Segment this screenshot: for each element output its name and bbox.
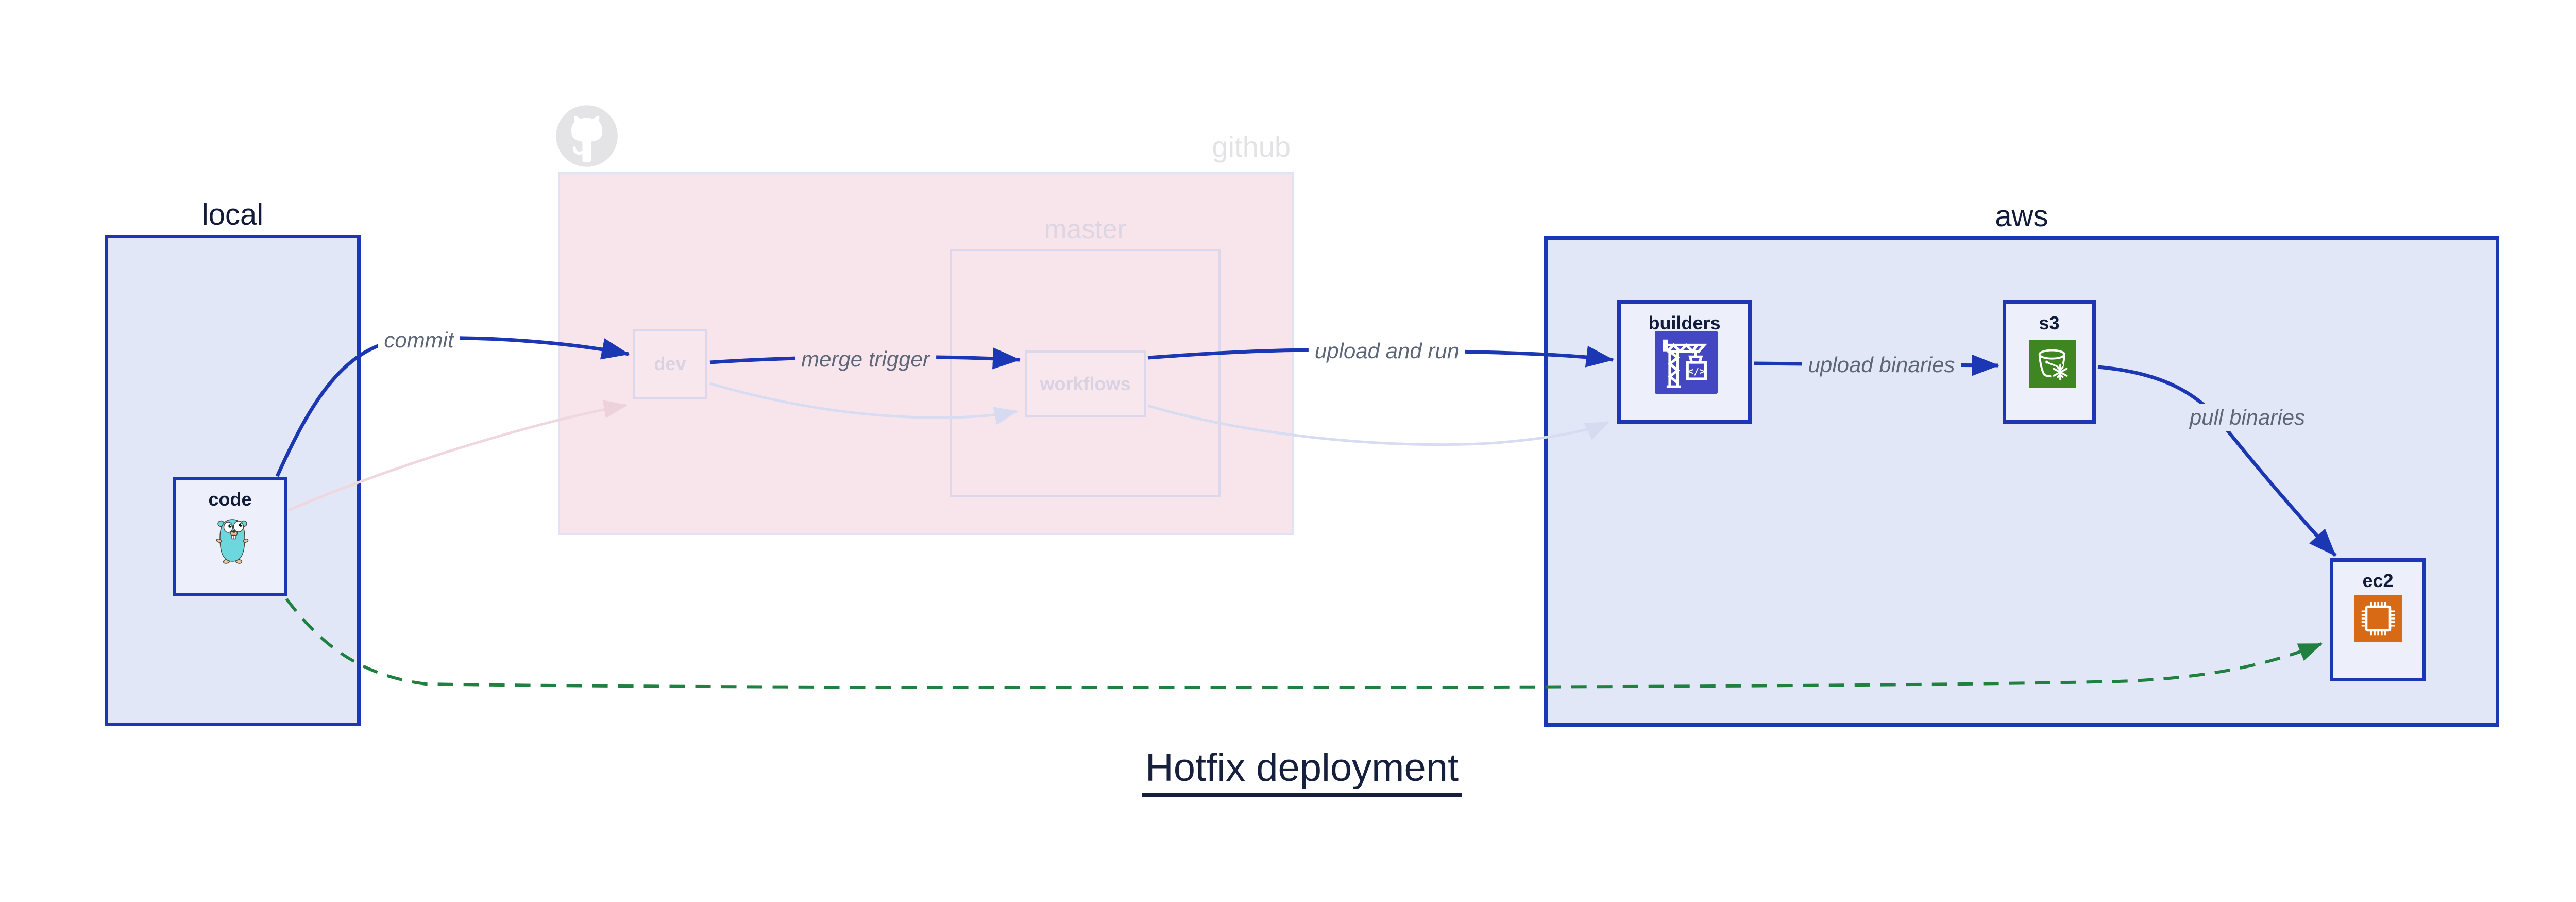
node-builders: builders </> xyxy=(1617,300,1752,424)
node-ec2-label: ec2 xyxy=(2362,570,2394,591)
edge-label-merge-trigger: merge trigger xyxy=(795,346,936,373)
edge-label-upload-binaries: upload binaries xyxy=(1802,352,1961,378)
master-group-box xyxy=(950,249,1221,497)
node-dev: dev xyxy=(633,329,707,399)
node-s3: s3 xyxy=(2003,300,2096,424)
github-octocat-icon xyxy=(555,105,618,168)
go-gopher-icon xyxy=(214,513,250,567)
node-workflows: workflows xyxy=(1025,350,1146,417)
codebuild-crane-icon: </> xyxy=(1655,331,1718,396)
node-dev-label: dev xyxy=(654,353,686,374)
edge-label-upload-and-run: upload and run xyxy=(1308,338,1466,364)
edge-label-commit: commit xyxy=(378,327,460,354)
node-workflows-label: workflows xyxy=(1040,373,1131,394)
node-code-label: code xyxy=(208,489,252,510)
local-group-label: local xyxy=(201,198,264,231)
diagram-title-text: Hotfix deployment xyxy=(1142,745,1462,797)
node-builders-label: builders xyxy=(1648,312,1721,333)
node-code: code xyxy=(173,477,287,596)
diagram-title: Hotfix deployment xyxy=(0,745,2576,797)
github-group-label: github xyxy=(1212,130,1291,163)
s3-bucket-snowflake-icon xyxy=(2029,340,2076,390)
node-ec2: ec2 xyxy=(2330,558,2426,681)
master-group-label: master xyxy=(1044,214,1126,244)
ec2-chip-icon xyxy=(2354,595,2402,645)
aws-group-label: aws xyxy=(1995,199,2048,233)
node-s3-label: s3 xyxy=(2039,312,2060,333)
builders-icon-code-glyph: </> xyxy=(1688,366,1705,377)
edge-label-pull-binaries: pull binaries xyxy=(2183,404,2312,431)
